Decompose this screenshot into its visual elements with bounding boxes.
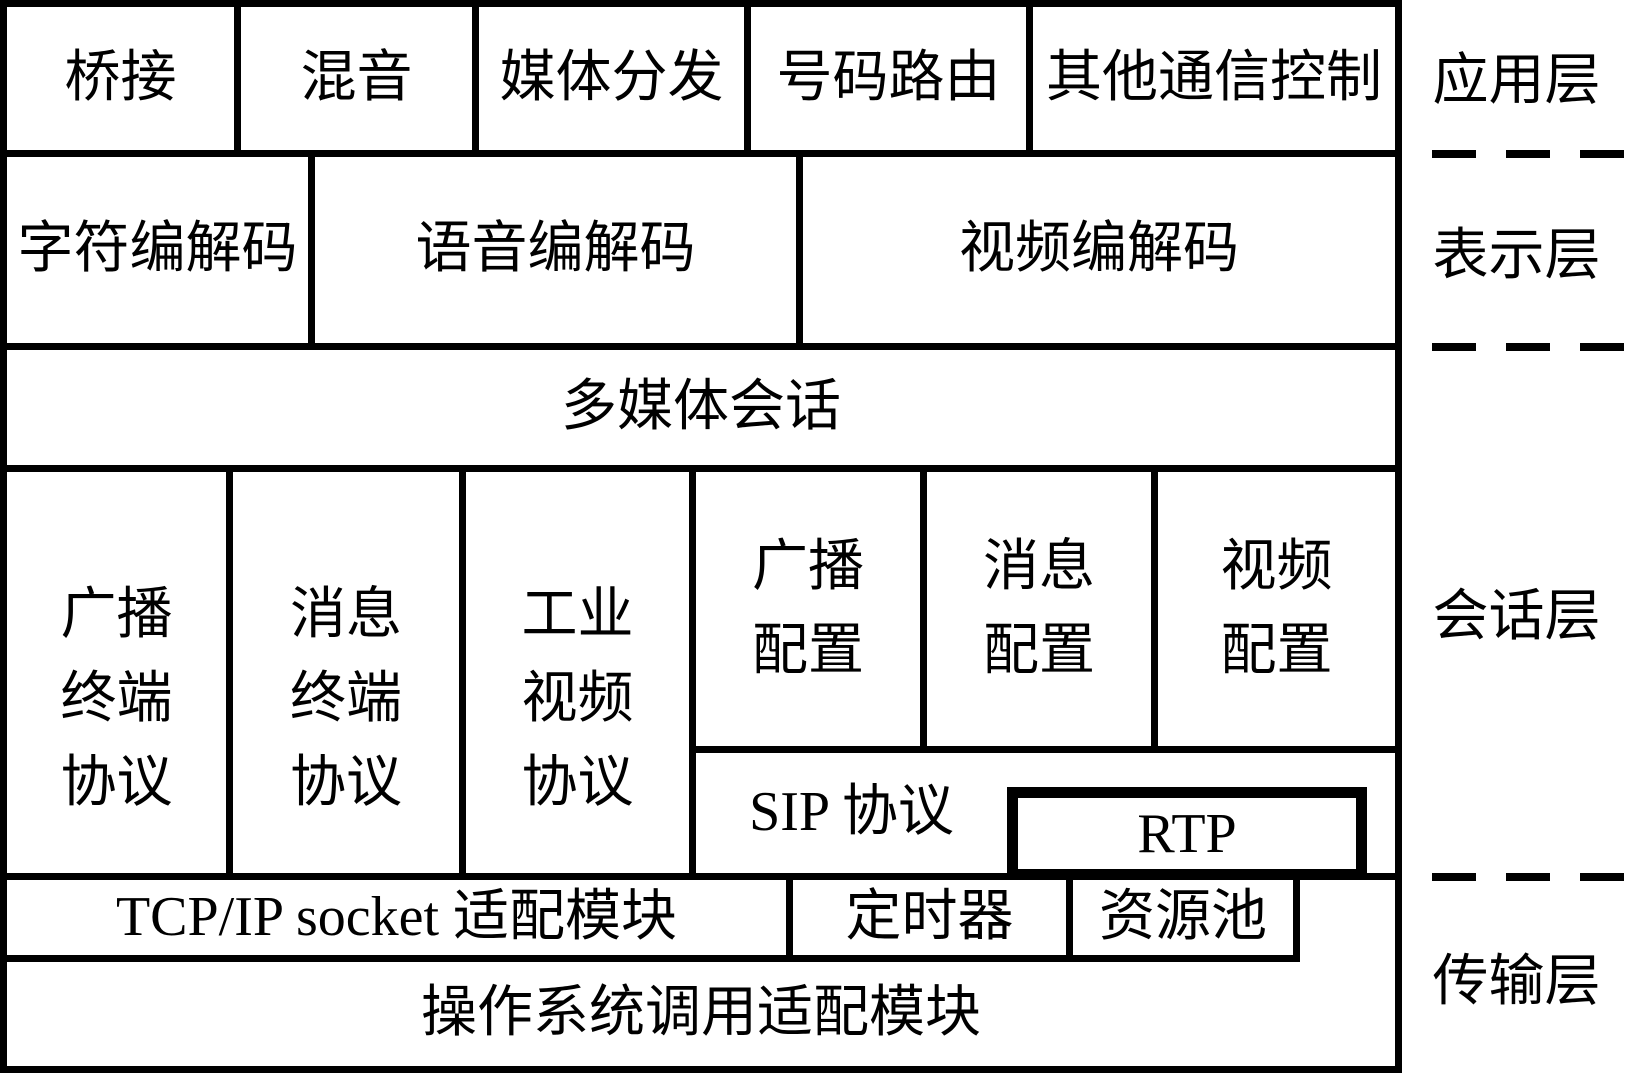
box-line: 协议 xyxy=(60,751,173,814)
box-os-call-adapter: 操作系统调用适配模块 xyxy=(7,962,1395,1066)
box-bridging: 桥接 xyxy=(7,7,234,150)
box-line: 配置 xyxy=(1220,620,1333,682)
box-video-config: 视频 配置 xyxy=(1158,472,1395,746)
box-rtp: RTP xyxy=(1007,787,1367,880)
box-line: 终端 xyxy=(290,667,402,730)
dashed-separator-app-presentation xyxy=(1402,150,1631,158)
box-message-config: 消息 配置 xyxy=(927,472,1151,746)
box-line: 广播 xyxy=(60,583,173,646)
layer-label-application: 应用层 xyxy=(1432,49,1601,112)
box-resource-pool: 资源池 xyxy=(1073,880,1293,955)
box-char-codec: 字符编解码 xyxy=(7,157,308,343)
layer-label-presentation: 表示层 xyxy=(1432,224,1601,287)
box-timer: 定时器 xyxy=(793,880,1066,955)
box-line: 视频 xyxy=(521,667,634,730)
box-line: 广播 xyxy=(752,536,864,598)
box-voice-codec: 语音编解码 xyxy=(315,157,796,343)
box-media-distribution: 媒体分发 xyxy=(479,7,744,150)
box-line: 配置 xyxy=(752,620,864,682)
box-audio-mixing: 混音 xyxy=(241,7,472,150)
box-video-codec: 视频编解码 xyxy=(803,157,1395,343)
sip-protocol-label: SIP 协议 xyxy=(749,781,954,844)
box-broadcast-terminal-protocol: 广播 终端 协议 xyxy=(7,472,226,873)
layer-label-transport: 传输层 xyxy=(1432,951,1601,1013)
dashed-separator-presentation-session xyxy=(1402,343,1631,351)
box-line: 工业 xyxy=(521,583,634,646)
box-line: 终端 xyxy=(60,667,173,730)
box-number-routing: 号码路由 xyxy=(751,7,1026,150)
box-line: 协议 xyxy=(290,751,402,814)
box-line: 协议 xyxy=(521,751,634,814)
dashed-separator-session-transport xyxy=(1402,873,1631,881)
box-line: 视频 xyxy=(1220,536,1333,598)
box-line: 配置 xyxy=(983,620,1095,682)
box-message-terminal-protocol: 消息 终端 协议 xyxy=(233,472,459,873)
box-tcp-socket-adapter: TCP/IP socket 适配模块 xyxy=(7,880,786,955)
box-line: 消息 xyxy=(983,536,1095,598)
box-industrial-video-protocol: 工业 视频 协议 xyxy=(466,472,689,873)
layer-label-session: 会话层 xyxy=(1432,586,1601,648)
box-broadcast-config: 广播 配置 xyxy=(696,472,920,746)
box-line: 消息 xyxy=(290,583,402,646)
box-multimedia-session: 多媒体会话 xyxy=(7,350,1395,465)
box-other-comm-control: 其他通信控制 xyxy=(1033,7,1395,150)
diagram-grid: 桥接 混音 媒体分发 号码路由 其他通信控制 字符编解码 语音编解码 视频编解码… xyxy=(0,0,1402,1073)
